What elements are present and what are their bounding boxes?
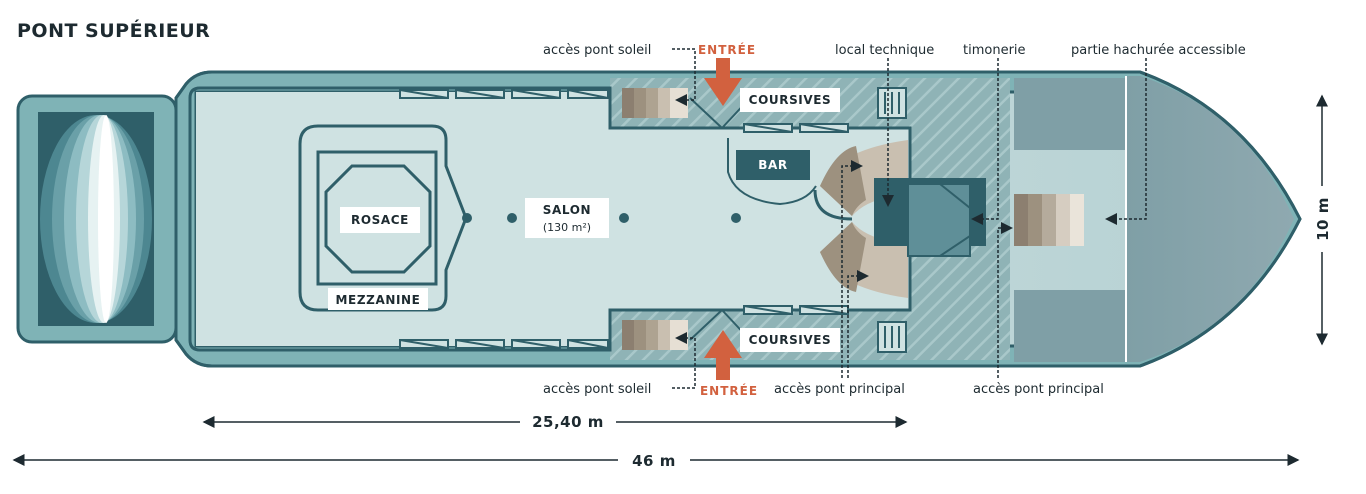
callout-line-timonerie	[971, 58, 999, 225]
callout-line-hachuree	[1105, 58, 1147, 225]
label-partie-hachuree: partie hachurée accessible	[1071, 43, 1246, 58]
callout-line-principal-1a	[841, 160, 863, 378]
callout-line-principal-1b	[847, 270, 869, 378]
label-mezzanine: MEZZANINE	[336, 293, 421, 307]
label-total-length: 46 m	[632, 452, 676, 470]
bar-area	[727, 138, 817, 206]
label-coursives-top: COURSIVES	[749, 93, 832, 107]
label-timonerie: timonerie	[963, 43, 1026, 58]
windows-bottom	[399, 305, 849, 349]
entree-bottom-arrow-icon	[704, 330, 742, 380]
pillars	[462, 213, 741, 223]
vent-top-icon	[877, 87, 907, 119]
stairs-main-deck-straight-icon	[1014, 194, 1084, 246]
windows-top	[399, 89, 849, 133]
dimension-width: 10 m	[1314, 94, 1332, 346]
label-salon-length: 25,40 m	[532, 413, 604, 431]
callout-line-principal-2	[997, 222, 1013, 378]
label-local-technique: local technique	[835, 43, 934, 58]
label-salon: SALON	[543, 203, 591, 217]
label-entree-top: ENTRÉE	[698, 42, 756, 57]
stern-block	[16, 94, 178, 344]
stern-stair-icon	[40, 115, 152, 323]
entree-top-arrow-icon	[704, 58, 742, 106]
label-width: 10 m	[1314, 197, 1332, 241]
label-acces-pont-soleil-bottom: accès pont soleil	[543, 382, 651, 397]
vent-bottom-icon	[877, 321, 907, 353]
stairs-sun-deck-top-icon	[622, 88, 688, 118]
label-coursives-bottom: COURSIVES	[749, 333, 832, 347]
label-bar: BAR	[758, 158, 787, 172]
label-acces-pont-principal-2: accès pont principal	[973, 382, 1104, 397]
dimension-total-length: 46 m	[12, 452, 1300, 470]
label-acces-pont-soleil-top: accès pont soleil	[543, 43, 651, 58]
callout-line-sun-bottom	[672, 332, 696, 389]
label-rosace: ROSACE	[351, 213, 409, 227]
dimension-salon-length: 25,40 m	[202, 413, 908, 431]
stairs-sun-deck-bottom-icon	[622, 320, 688, 350]
label-entree-bottom: ENTRÉE	[700, 383, 758, 398]
page-title: PONT SUPÉRIEUR	[17, 19, 210, 42]
callout-line-sun-top	[672, 48, 696, 106]
label-salon-area: (130 m²)	[543, 221, 591, 234]
label-acces-pont-principal-1: accès pont principal	[774, 382, 905, 397]
local-technique-block	[874, 178, 986, 257]
